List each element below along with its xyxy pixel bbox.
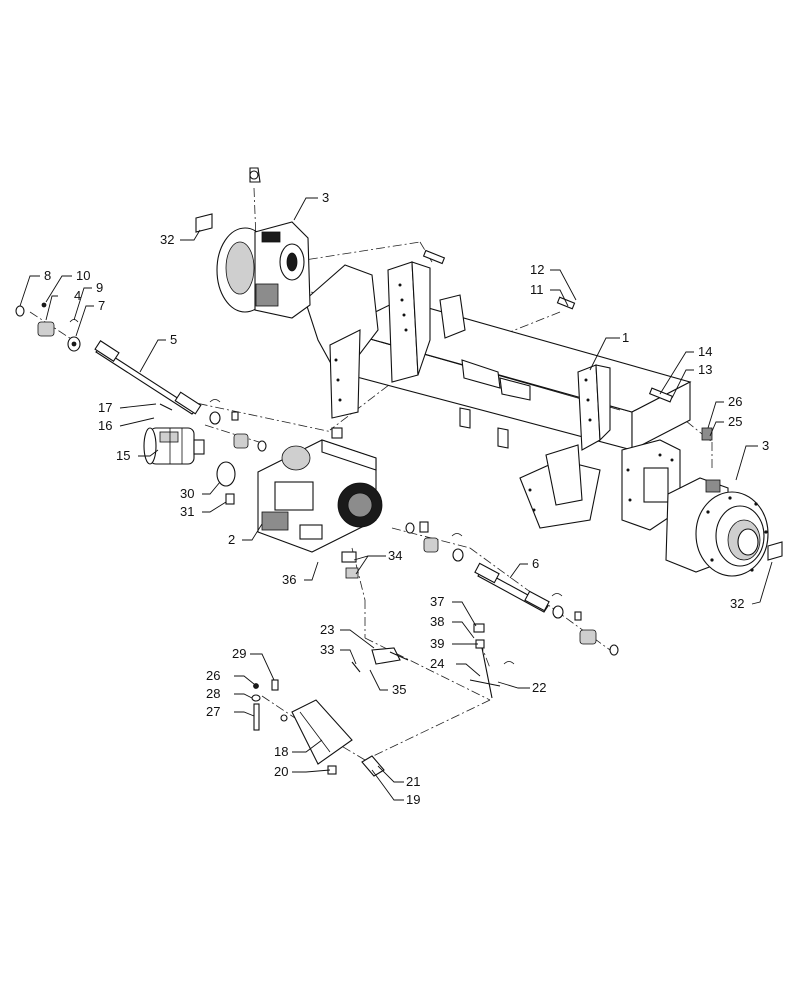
- callout-35: 35: [392, 682, 406, 697]
- decal-right: [767, 541, 783, 561]
- callout-31: 31: [180, 504, 194, 519]
- axle-frame: [304, 261, 692, 531]
- callout-1: 1: [622, 330, 629, 345]
- drive-shaft-right: [474, 562, 550, 613]
- drive-shaft-left: [94, 340, 202, 415]
- callout-25: 25: [728, 414, 742, 429]
- callout-23: 23: [320, 622, 334, 637]
- callout-12: 12: [530, 262, 544, 277]
- callout-33: 33: [320, 642, 334, 657]
- callout-2: 2: [228, 532, 235, 547]
- callout-28: 28: [206, 686, 220, 701]
- callout-14: 14: [698, 344, 712, 359]
- hardware-right: [341, 249, 713, 656]
- callout-19: 19: [406, 792, 420, 807]
- callout-34: 34: [388, 548, 402, 563]
- callout-24: 24: [430, 656, 444, 671]
- callout-leaders: [19, 197, 773, 801]
- callout-5: 5: [170, 332, 177, 347]
- hardware-left: [15, 302, 267, 505]
- transfer-gearbox: [257, 427, 383, 553]
- callout-17: 17: [98, 400, 112, 415]
- callout-21: 21: [406, 774, 420, 789]
- o-ring: [216, 461, 236, 487]
- hydraulic-motor: [143, 427, 205, 465]
- callout-22: 22: [532, 680, 546, 695]
- callout-37: 37: [430, 594, 444, 609]
- callout-3-top: 3: [322, 190, 329, 205]
- callout-7: 7: [98, 298, 105, 313]
- callout-32-left: 32: [160, 232, 174, 247]
- callout-8: 8: [44, 268, 51, 283]
- callout-36: 36: [282, 572, 296, 587]
- lower-linkage: [251, 623, 515, 777]
- final-drive-left: [216, 167, 311, 319]
- callout-20: 20: [274, 764, 288, 779]
- callout-26-right: 26: [728, 394, 742, 409]
- callout-38: 38: [430, 614, 444, 629]
- callout-16: 16: [98, 418, 112, 433]
- final-drive-right: [665, 477, 769, 577]
- callout-4: 4: [74, 288, 81, 303]
- callout-32-right: 32: [730, 596, 744, 611]
- callout-9: 9: [96, 280, 103, 295]
- callout-30: 30: [180, 486, 194, 501]
- callout-10: 10: [76, 268, 90, 283]
- callout-11: 11: [530, 282, 544, 297]
- decal-left: [195, 213, 213, 233]
- callout-26-left: 26: [206, 668, 220, 683]
- callout-18: 18: [274, 744, 288, 759]
- callout-39: 39: [430, 636, 444, 651]
- callout-27: 27: [206, 704, 220, 719]
- callout-3-right: 3: [762, 438, 769, 453]
- callout-6: 6: [532, 556, 539, 571]
- callout-numbers: 1 2 3 3 4 5 6 7 8 9 10 11 12 13 14 15 16…: [44, 190, 769, 807]
- callout-13: 13: [698, 362, 712, 377]
- callout-15: 15: [116, 448, 130, 463]
- callout-29: 29: [232, 646, 246, 661]
